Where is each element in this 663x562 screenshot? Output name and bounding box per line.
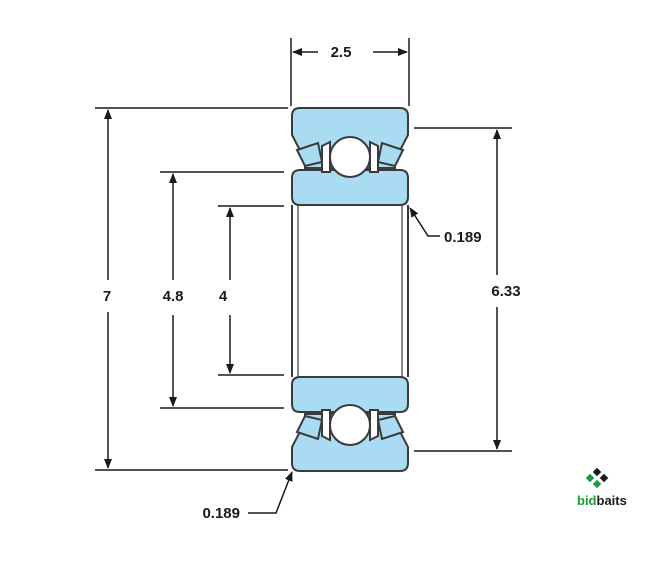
bore-diameter-label: 4 — [219, 288, 228, 305]
chamfer-inner-label: 0.189 — [444, 229, 482, 246]
bidbaits-logo: bidbaits — [577, 467, 627, 508]
width-label: 2.5 — [331, 44, 352, 61]
inner-ring-bottom — [291, 376, 409, 413]
logo-mark-icon — [585, 467, 609, 489]
ball-top — [329, 136, 371, 178]
logo-wordmark: bidbaits — [577, 493, 627, 508]
ball-bottom — [329, 404, 371, 446]
bearing-cross-section — [291, 107, 409, 472]
shield-diameter-label: 6.33 — [491, 283, 520, 300]
logo-text-baits: baits — [597, 493, 627, 508]
chamfer-leader-right — [409, 207, 440, 237]
chamfer-outer-label: 0.189 — [202, 505, 240, 522]
logo-text-bid: bid — [577, 493, 597, 508]
outer-diameter-label: 7 — [103, 288, 111, 305]
cage-bottom — [321, 409, 379, 442]
chamfer-leader-left — [248, 471, 293, 514]
cage-top — [321, 140, 379, 173]
shoulder-diameter-label: 4.8 — [163, 288, 184, 305]
dimension-lines — [95, 38, 512, 514]
inner-ring-top — [291, 169, 409, 206]
